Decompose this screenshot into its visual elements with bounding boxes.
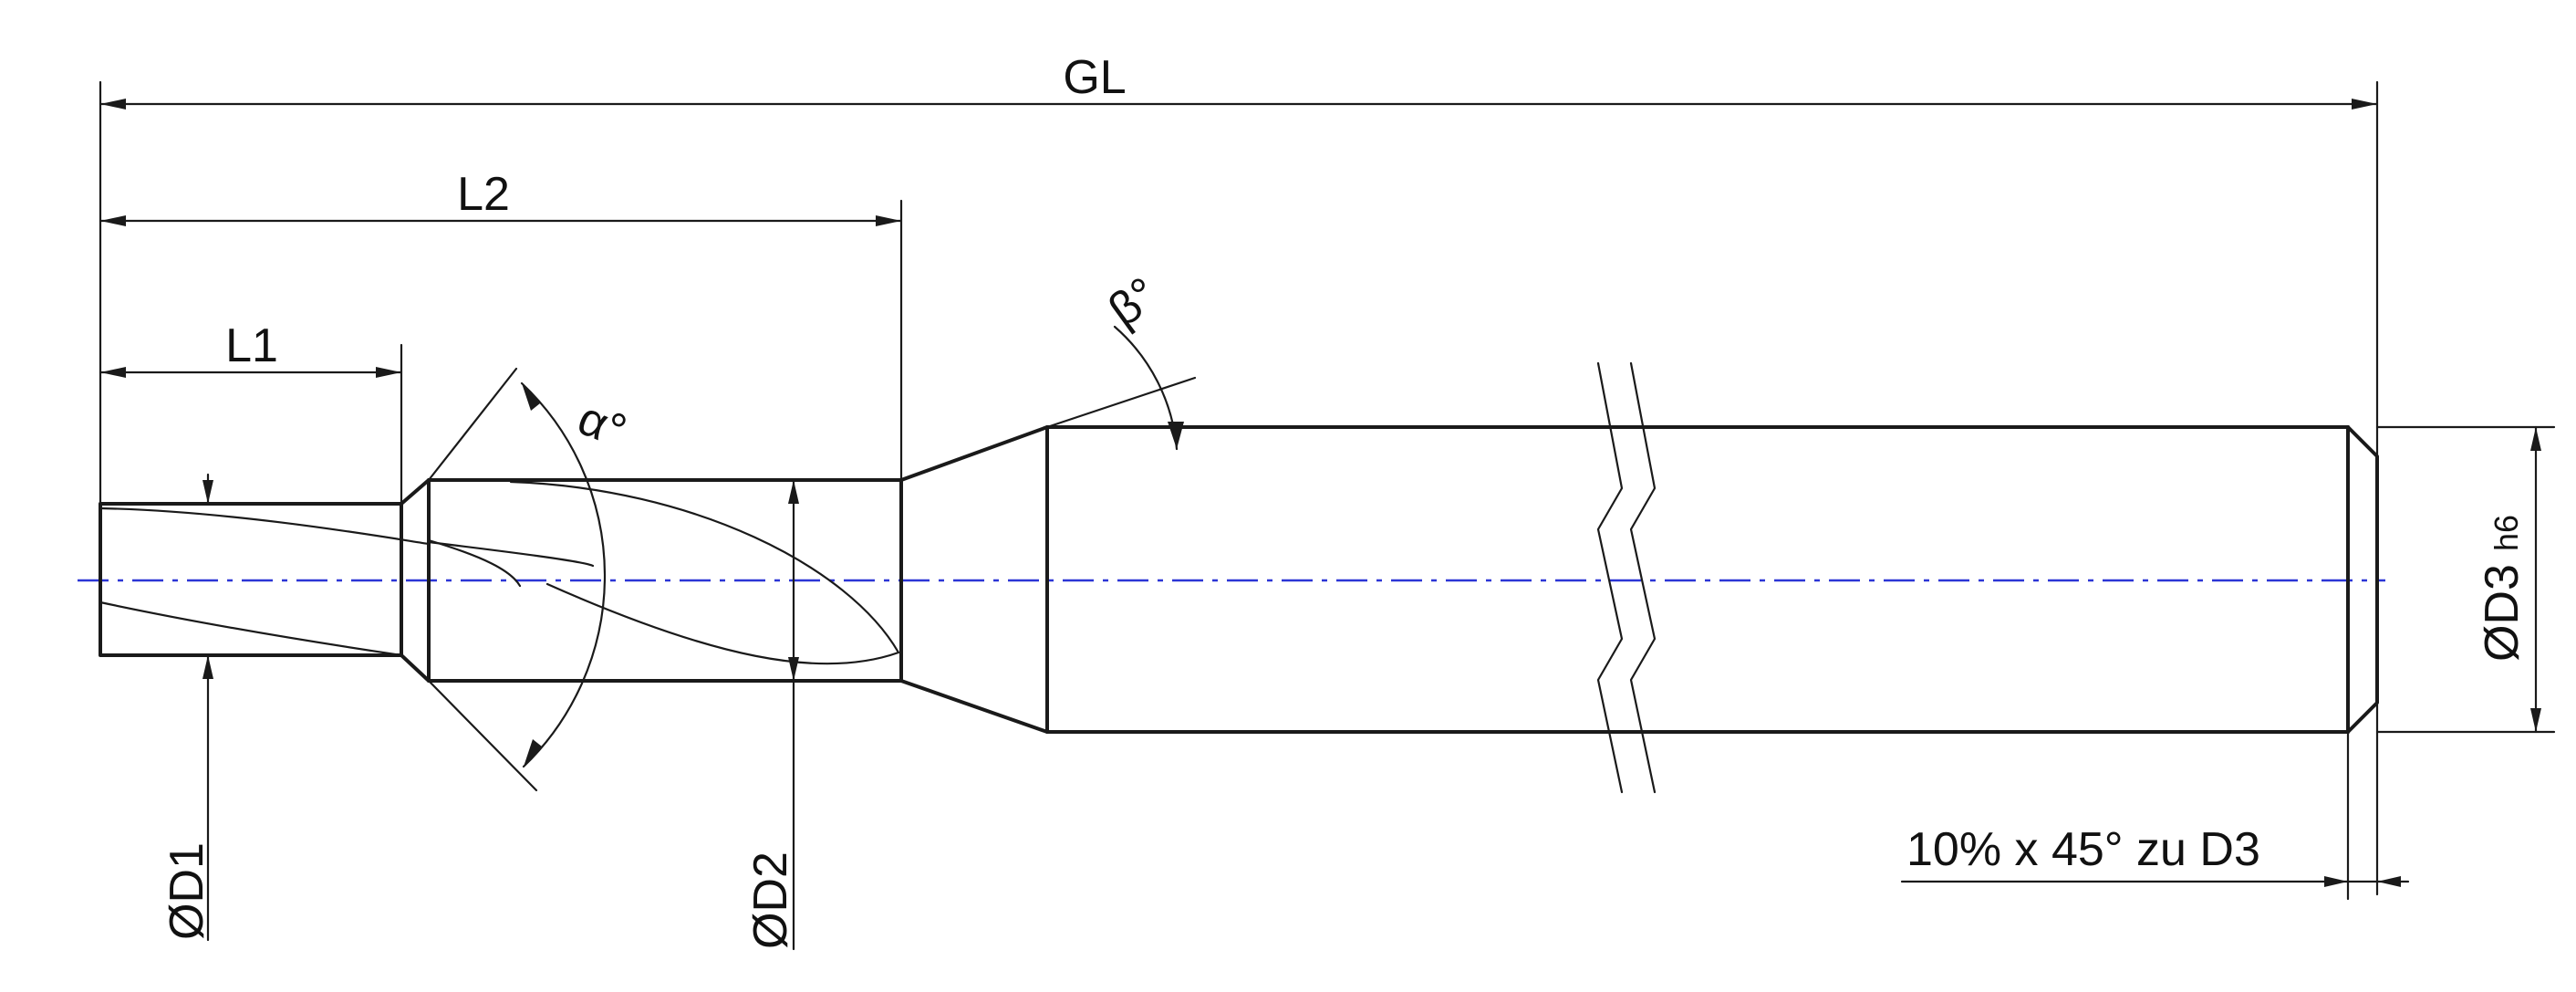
dimension-gl <box>99 80 2379 896</box>
label-d1: ØD1 <box>161 842 213 940</box>
label-beta: β° <box>1099 267 1168 338</box>
label-l1: L1 <box>225 319 278 372</box>
dimension-chamfer <box>1900 730 2410 901</box>
label-l2: L2 <box>457 168 510 221</box>
label-d3: ØD3 <box>2476 564 2529 662</box>
label-d2: ØD2 <box>744 851 797 949</box>
label-d3-tolerance: h6 <box>2488 515 2525 551</box>
dimension-d2 <box>788 478 799 951</box>
dimension-l2 <box>99 199 903 482</box>
label-alpha: α° <box>571 392 634 458</box>
label-chamfer: 10% x 45° zu D3 <box>1906 823 2260 876</box>
dimension-l1 <box>99 343 403 506</box>
dimension-d3 <box>2375 425 2556 734</box>
angle-alpha <box>427 367 607 792</box>
angle-beta <box>1045 325 1197 451</box>
tool-outline <box>99 425 2379 734</box>
break-symbol <box>1596 361 1657 794</box>
dimension-d1 <box>203 473 213 942</box>
label-gl: GL <box>1063 51 1126 104</box>
flute-curves <box>99 480 900 665</box>
